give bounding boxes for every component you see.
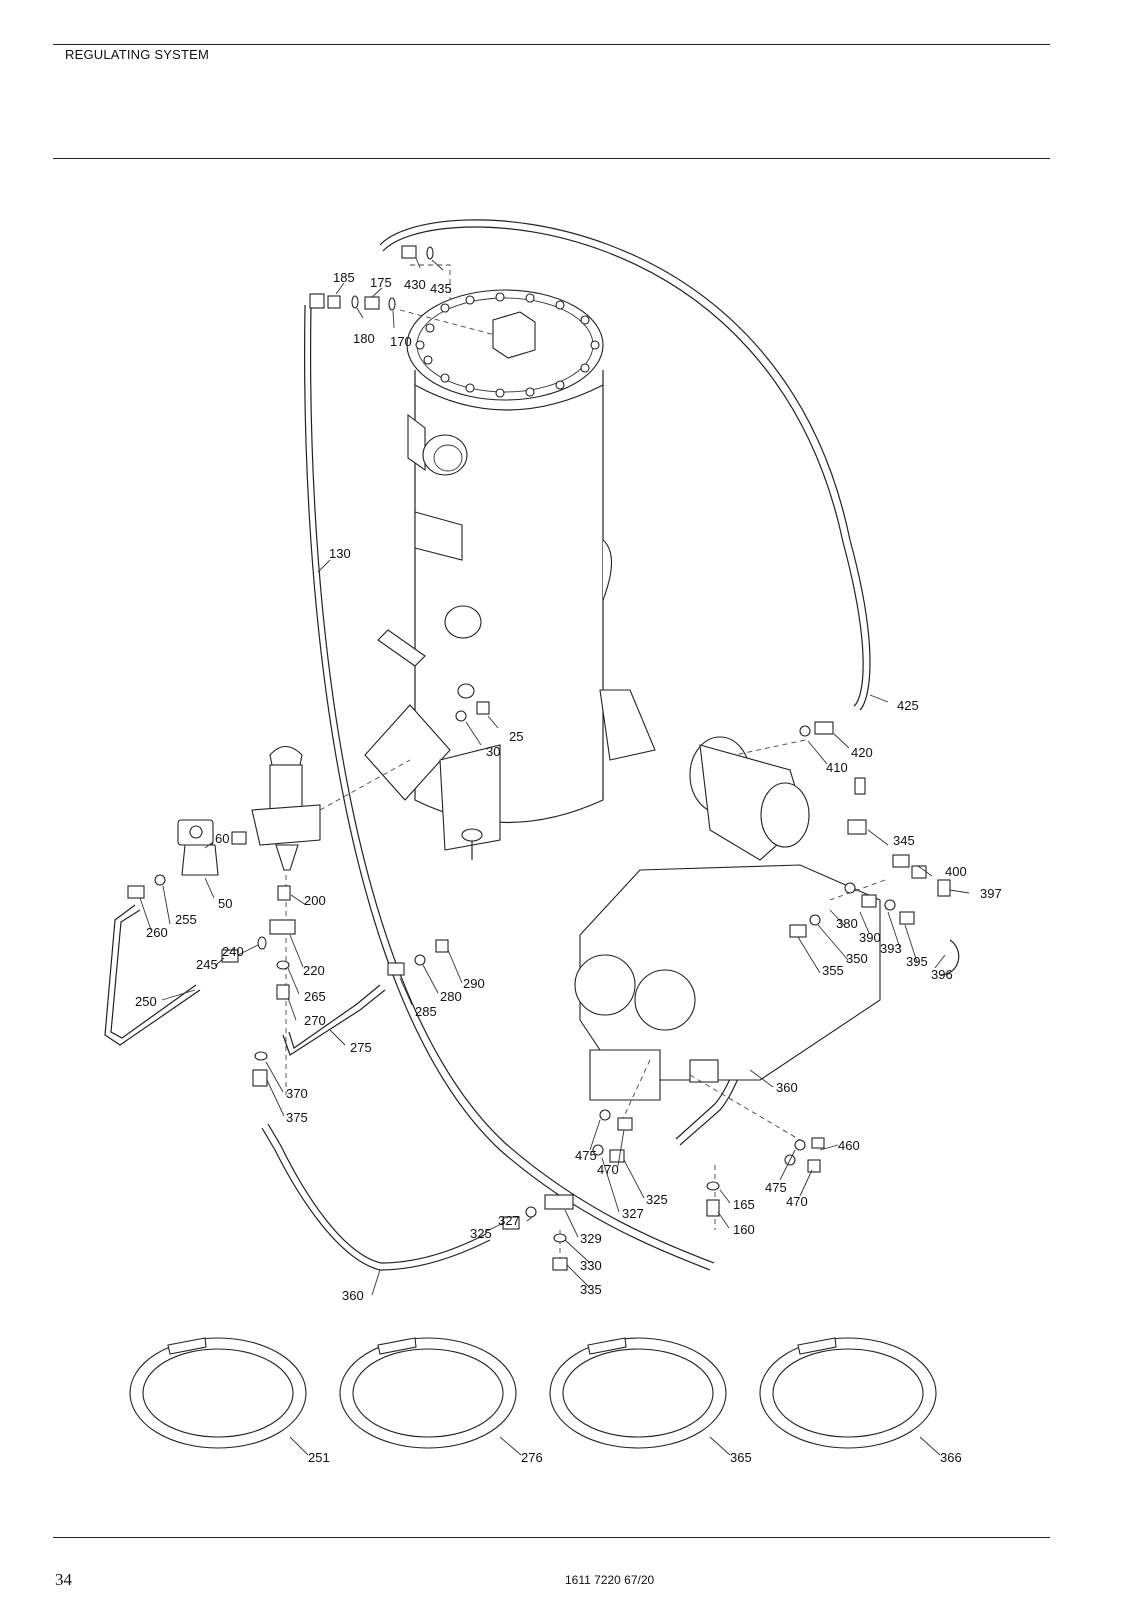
callout-390: 390 [859,930,881,945]
callout-460: 460 [838,1138,860,1153]
hose-130 [304,304,715,1271]
callout-180: 180 [353,331,375,346]
callout-330: 330 [580,1258,602,1273]
callout-265: 265 [304,989,326,1004]
callout-366: 366 [940,1450,962,1465]
callout-255: 255 [175,912,197,927]
hose-425 [379,219,871,711]
fittings [127,245,951,1271]
callout-185: 185 [333,270,355,285]
hose-250 [104,904,201,1046]
callout-410: 410 [826,760,848,775]
callout-475-right: 475 [765,1180,787,1195]
callout-275: 275 [350,1040,372,1055]
callout-270: 270 [304,1013,326,1028]
compressor-element [574,736,881,1101]
callout-160: 160 [733,1222,755,1237]
callout-25: 25 [509,729,523,744]
callout-350: 350 [846,951,868,966]
regulating-valve [251,745,321,871]
callout-380: 380 [836,916,858,931]
callout-285: 285 [415,1004,437,1019]
callout-470-left: 470 [597,1162,619,1177]
callout-276: 276 [521,1450,543,1465]
callout-425: 425 [897,698,919,713]
callout-327-top: 327 [498,1213,520,1228]
callout-250: 250 [135,994,157,1009]
callout-397: 397 [980,886,1002,901]
callout-325-right: 325 [646,1192,668,1207]
footer-rule [53,1537,1050,1538]
page-number: 34 [55,1570,72,1589]
callout-200: 200 [304,893,326,908]
hose-396 [939,939,960,976]
callout-50: 50 [218,896,232,911]
callout-396: 396 [931,967,953,982]
callout-327-right: 327 [622,1206,644,1221]
hose-coil-365 [549,1337,727,1449]
callout-365: 365 [730,1450,752,1465]
solenoid-valve-60 [177,819,219,876]
receiver-vessel [364,289,656,860]
callout-130: 130 [329,546,351,561]
callout-393: 393 [880,941,902,956]
header-top-rule [53,44,1050,45]
callout-175: 175 [370,275,392,290]
callout-329: 329 [580,1231,602,1246]
callout-280: 280 [440,989,462,1004]
section-title: REGULATING SYSTEM [65,47,210,62]
callout-420: 420 [851,745,873,760]
callout-475-left: 475 [575,1148,597,1163]
callout-470-right: 470 [786,1194,808,1209]
callout-170: 170 [390,334,412,349]
callout-400: 400 [945,864,967,879]
callout-375: 375 [286,1110,308,1125]
callout-260: 260 [146,925,168,940]
callout-30: 30 [486,744,500,759]
hose-coil-366 [759,1337,937,1449]
callout-240: 240 [222,944,244,959]
callout-360-upper: 360 [776,1080,798,1095]
hose-coil-251 [129,1337,307,1449]
callout-290: 290 [463,976,485,991]
callout-251: 251 [308,1450,330,1465]
callout-370: 370 [286,1086,308,1101]
lid-bolts [415,292,600,398]
document-number: 1611 7220 67/20 [565,1573,655,1587]
callout-325-left: 325 [470,1226,492,1241]
callout-435: 435 [430,281,452,296]
leader-lines [139,257,970,1456]
callout-60: 60 [215,831,229,846]
header-bottom-rule [53,158,1050,159]
callout-355: 355 [822,963,844,978]
callout-245: 245 [196,957,218,972]
callout-335: 335 [580,1282,602,1297]
callout-345: 345 [893,833,915,848]
callout-430: 430 [404,277,426,292]
callout-labels: 185 175 430 435 180 170 130 425 25 30 42… [135,270,1002,1465]
callout-220: 220 [303,963,325,978]
callout-165: 165 [733,1197,755,1212]
hose-275 [282,984,386,1056]
callout-360-lower: 360 [342,1288,364,1303]
hose-coil-276 [339,1337,517,1449]
hose-360-lower [261,1123,491,1271]
callout-395: 395 [906,954,928,969]
